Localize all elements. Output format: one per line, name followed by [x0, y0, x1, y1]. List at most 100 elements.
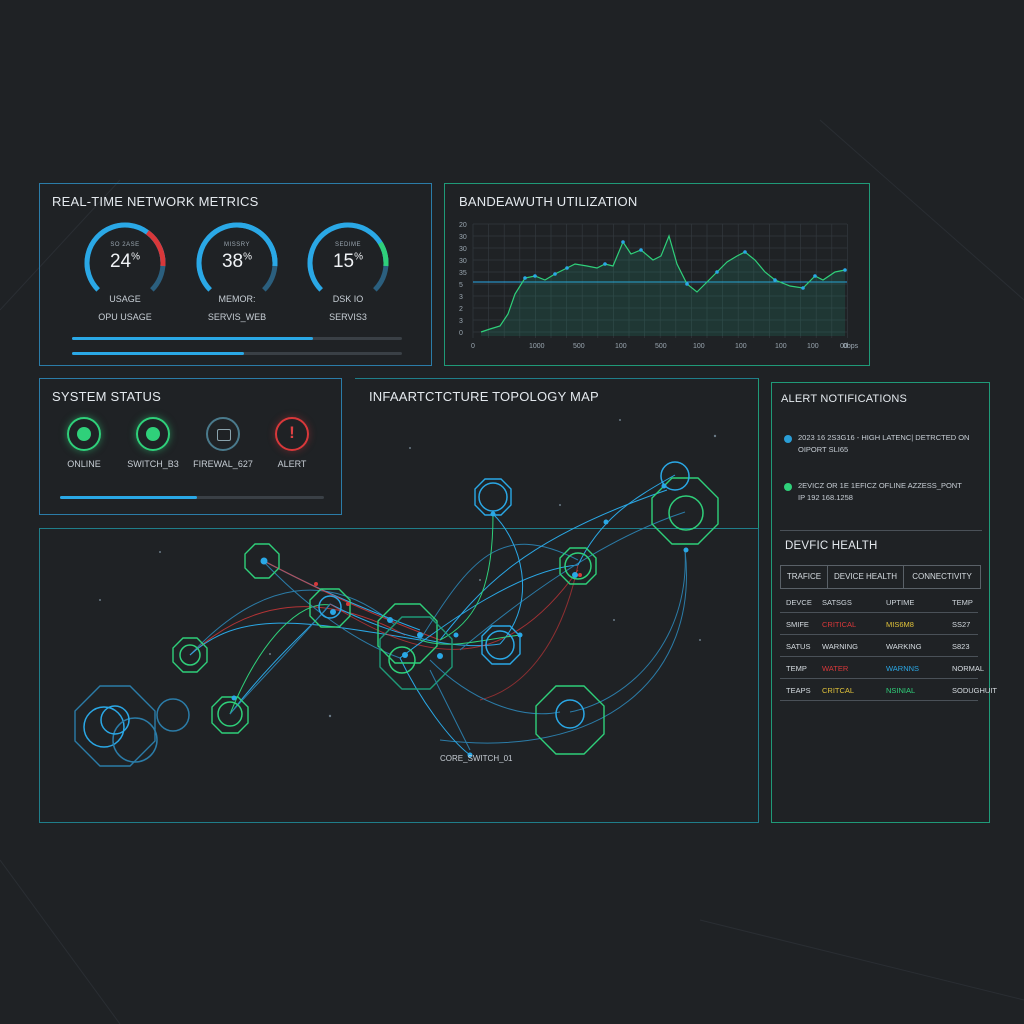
- table-cell: SMIFE: [786, 620, 809, 629]
- memory-gauge-label: MEMOR:: [218, 294, 256, 304]
- disk-gauge-ring: [307, 222, 389, 292]
- tab-traffic[interactable]: TRAFICE: [780, 565, 828, 589]
- x-tick-label: 100: [615, 343, 627, 350]
- memory-gauge-ring: [196, 222, 278, 292]
- online-dot-icon[interactable]: [67, 417, 101, 451]
- x-tick-label: 100: [807, 343, 819, 350]
- x-tick-label: 1000: [529, 343, 545, 350]
- disk-gauge-label2: SERVIS3: [329, 312, 367, 322]
- alert-item-2-line2: IP 192 168.1258: [798, 493, 853, 502]
- device-health-title: DEVFIC HEALTH: [785, 540, 878, 552]
- cpu-gauge-label2: OPU USAGE: [98, 312, 152, 322]
- y-tick-label: 30: [459, 258, 467, 265]
- x-tick-label: 0: [471, 343, 475, 350]
- system-status-title: SYSTEM STATUS: [52, 389, 162, 404]
- table-cell: S823: [952, 642, 970, 651]
- alert-item-1[interactable]: 2023 16 2S3G16 - HIGH LATENC| DETRCTED O…: [782, 431, 988, 461]
- disk-gauge-value: 15%: [332, 251, 364, 272]
- x-tick-label: 500: [573, 343, 585, 350]
- y-tick-label: 0: [459, 330, 463, 337]
- alert-dot-icon: [784, 435, 792, 443]
- section-divider: [780, 530, 982, 531]
- table-cell: NORMAL: [952, 664, 985, 673]
- table-row[interactable]: SATUS WARNING WARKING S823: [780, 636, 978, 657]
- system-status-panel: SYSTEM STATUS ONLINE SWITCH_B3 FIREWAL_6…: [39, 378, 342, 515]
- alert-item-1-line2: OIPORT SLI65: [798, 445, 849, 454]
- y-tick-label: 5: [459, 282, 463, 289]
- gauge-accent: [145, 230, 166, 267]
- switch-dot-icon[interactable]: [136, 417, 170, 451]
- memory-gauge-sublabel: MISSRY: [224, 242, 250, 248]
- alert-item-2[interactable]: 2EVICZ OR 1E 1EFICZ OFLINE AZZESS_PONT I…: [782, 479, 988, 509]
- table-cell: WATER: [822, 664, 849, 673]
- cpu-gauge-label: USAGE: [109, 294, 141, 304]
- table-cell: TEMP: [786, 664, 807, 673]
- table-cell: TEAPS: [786, 686, 811, 695]
- firewall-square-icon[interactable]: [206, 417, 240, 451]
- x-tick-label: 100: [693, 343, 705, 350]
- cpu-gauge-value: 24%: [109, 251, 141, 272]
- table-cell: WARNNS: [886, 664, 920, 673]
- metrics-bar-2: [72, 352, 402, 355]
- bandwidth-title: BANDEAWUTH UTILIZATION: [459, 194, 638, 209]
- table-cell: SATUS: [786, 642, 811, 651]
- gauge-accent: [238, 222, 278, 267]
- y-tick-label: 3: [459, 318, 463, 325]
- alerts-panel: ALERT NOTIFICATIONS 2023 16 2S3G16 - HIG…: [771, 382, 997, 823]
- metrics-bar-1-fill: [72, 337, 313, 340]
- device-health-tabs: TRAFICE DEVICE HEALTH CONNECTIVITY: [780, 565, 982, 589]
- x-tick-label: 100: [775, 343, 787, 350]
- table-cell: WARNING: [822, 642, 858, 651]
- system-status-progress-fill: [60, 496, 198, 499]
- bandwidth-points: [523, 240, 847, 290]
- tab-device-health[interactable]: DEVICE HEALTH: [827, 565, 904, 589]
- y-tick-label: 35: [459, 270, 467, 277]
- tab-connectivity[interactable]: CONNECTIVITY: [903, 565, 981, 589]
- status-label-online: ONLINE: [67, 459, 101, 469]
- core-switch-label: CORE_SWITCH_01: [440, 754, 513, 763]
- x-tick-label: 500: [655, 343, 667, 350]
- topology-title: INFAARTCTCTURE TOPOLOGY MAP: [369, 389, 599, 404]
- table-cell: SODUGHUIT: [952, 686, 997, 695]
- x-tick-label: 100: [735, 343, 747, 350]
- table-cell: MIS6M8: [886, 620, 914, 629]
- cpu-gauge-ring: [84, 222, 166, 292]
- metrics-bar-2-fill: [72, 352, 244, 355]
- topology-canvas-frame: [39, 528, 759, 823]
- memory-gauge-label2: SERVIS_WEB: [207, 312, 267, 322]
- x-tick-label: 00: [840, 343, 848, 350]
- disk-gauge-sublabel: SEDIME: [334, 242, 361, 248]
- status-label-alert: ALERT: [277, 459, 307, 469]
- status-label-firewall: FIREWAL_627: [193, 459, 253, 469]
- x-tick-label: 0bps: [843, 343, 859, 350]
- table-row[interactable]: TEMP WATER WARNNS NORMAL: [780, 658, 984, 679]
- table-cell: WARKING: [886, 642, 922, 651]
- status-label-switch: SWITCH_B3: [127, 459, 179, 469]
- table-cell: CRITICAL: [822, 620, 857, 629]
- y-tick-label: 2: [459, 306, 463, 313]
- y-tick-label: 3: [459, 294, 463, 301]
- network-metrics-panel: REAL-TIME NETWORK METRICS SO 2ASE 24% US…: [39, 183, 432, 366]
- table-header: DEVCE SATSGS UPTIME TEMP: [780, 592, 978, 613]
- table-cell: CRITCAL: [822, 686, 855, 695]
- alerts-title: ALERT NOTIFICATIONS: [781, 393, 908, 405]
- network-metrics-title: REAL-TIME NETWORK METRICS: [52, 194, 259, 209]
- table-cell: NSINIAL: [886, 686, 916, 695]
- table-row[interactable]: SMIFE CRITICAL MIS6M8 SS27: [780, 614, 978, 635]
- alert-item-1-line1: 2023 16 2S3G16 - HIGH LATENC| DETRCTED O…: [798, 433, 970, 442]
- table-cell: SS27: [952, 620, 971, 629]
- gauge-accent: [378, 241, 389, 267]
- bandwidth-area: [481, 236, 845, 336]
- alert-dot-icon: [784, 483, 792, 491]
- cpu-gauge-sublabel: SO 2ASE: [110, 242, 140, 248]
- system-status-progress: [60, 496, 324, 499]
- metrics-bar-1: [72, 337, 402, 340]
- alert-exclamation-icon[interactable]: !: [275, 417, 309, 451]
- table-row[interactable]: TEAPS CRITCAL NSINIAL SODUGHUIT: [780, 680, 997, 701]
- disk-gauge-label: DSK IO: [332, 294, 364, 304]
- disk-gauge: SEDIME 15%: [303, 218, 393, 308]
- y-tick-label: 30: [459, 246, 467, 253]
